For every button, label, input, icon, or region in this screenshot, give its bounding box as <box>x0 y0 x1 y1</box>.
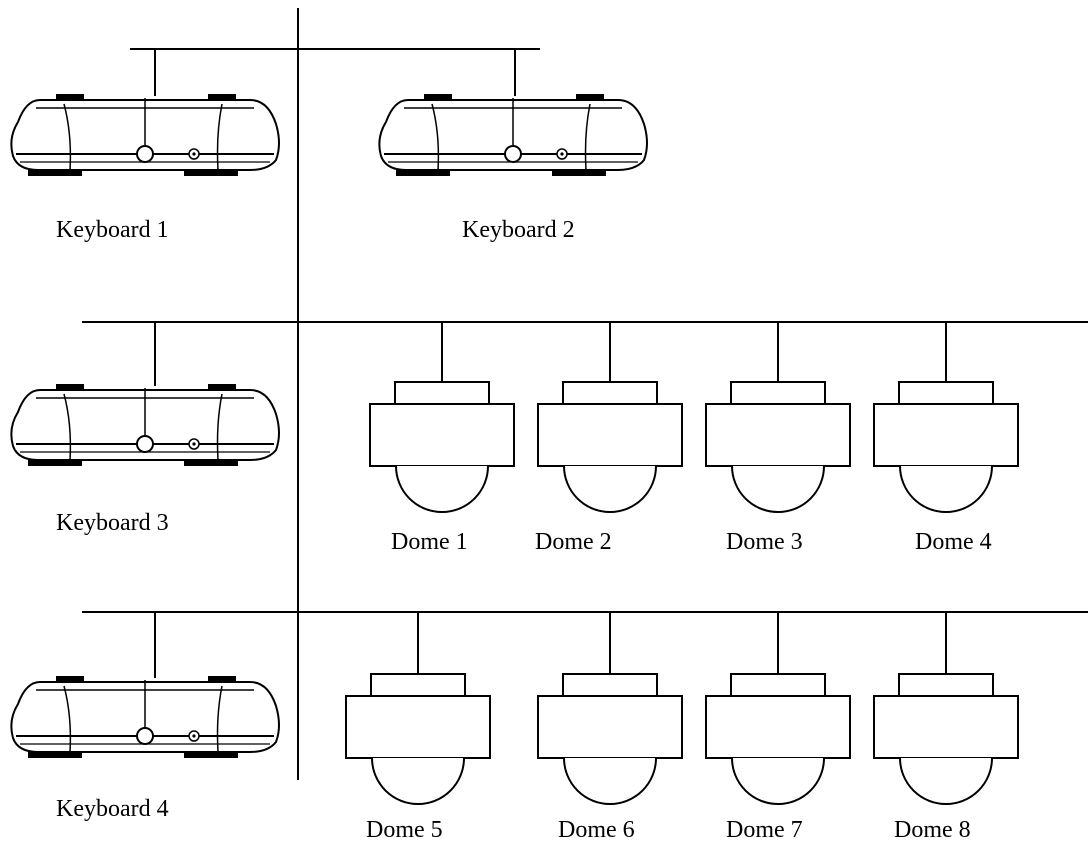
dome-1-label: Dome 1 <box>391 529 468 555</box>
keyboard-3-icon <box>10 384 280 466</box>
keyboard-4-icon <box>10 676 280 758</box>
dome-5-icon <box>345 673 491 805</box>
dome-8-icon <box>873 673 1019 805</box>
dome-4-icon <box>873 381 1019 513</box>
dome-drop-lines <box>417 322 947 674</box>
dome-8-label: Dome 8 <box>894 817 971 843</box>
bus-lines <box>82 8 1088 780</box>
dome-7-label: Dome 7 <box>726 817 803 843</box>
dome-6-label: Dome 6 <box>558 817 635 843</box>
dome-3-label: Dome 3 <box>726 529 803 555</box>
labels: Keyboard 1 Keyboard 2 Keyboard 3 Keyboar… <box>56 217 992 843</box>
keyboard-4-label: Keyboard 4 <box>56 796 169 822</box>
dome-1-icon <box>369 381 515 513</box>
dome-7-icon <box>705 673 851 805</box>
dome-2-label: Dome 2 <box>535 529 612 555</box>
keyboard-3-label: Keyboard 3 <box>56 510 169 536</box>
dome-5-label: Dome 5 <box>366 817 443 843</box>
dome-6-icon <box>537 673 683 805</box>
keyboard-2-label: Keyboard 2 <box>462 217 575 243</box>
keyboard-1-label: Keyboard 1 <box>56 217 169 243</box>
dome-2-icon <box>537 381 683 513</box>
keyboard-1-icon <box>10 94 280 176</box>
dome-4-label: Dome 4 <box>915 529 992 555</box>
dome-cameras <box>345 381 1019 805</box>
dome-3-icon <box>705 381 851 513</box>
keyboard-devices <box>10 94 648 758</box>
keyboard-2-icon <box>378 94 648 176</box>
keyboard-drop-lines <box>154 49 516 678</box>
